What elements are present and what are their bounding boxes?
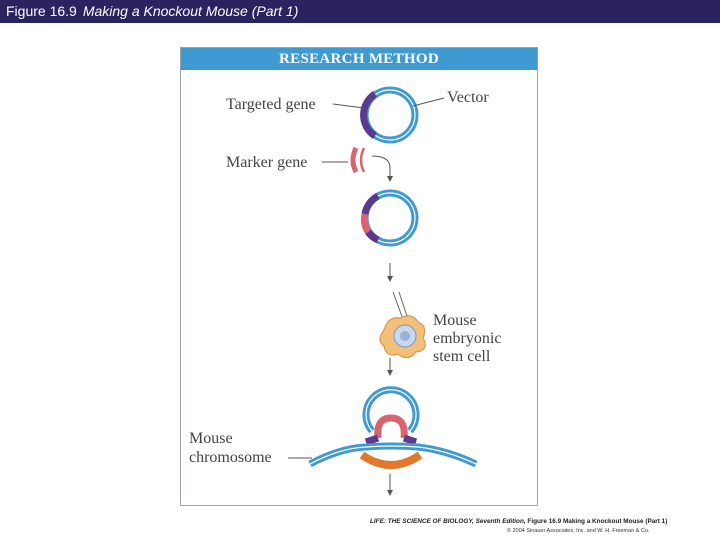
targeted-gene-pointer xyxy=(332,103,365,109)
marker-gene-fragment xyxy=(350,146,366,174)
vector-pointer xyxy=(412,97,445,107)
chromosome-label-line1: Mouse xyxy=(189,430,233,447)
targeted-gene-label: Targeted gene xyxy=(226,96,316,113)
targeted-gene-segment xyxy=(360,91,378,139)
mouse-chromosome xyxy=(308,442,478,469)
copyright-notice: © 2004 Sinauer Associates, Inc. and W. H… xyxy=(507,528,650,534)
recombinant-vector xyxy=(361,189,419,247)
marker-gene-label: Marker gene xyxy=(226,154,307,171)
vector-label: Vector xyxy=(447,89,489,106)
stem-cell-label-line3: stem cell xyxy=(433,348,491,365)
step-arrow-3 xyxy=(387,358,393,376)
slide-title: Figure 16.9 Making a Knockout Mouse (Part… xyxy=(6,3,298,19)
panel-header: RESEARCH METHOD xyxy=(181,48,537,70)
figure-reference: Figure 16.9 Making a Knockout Mouse (Par… xyxy=(527,518,668,525)
book-title: LIFE: THE SCIENCE OF BIOLOGY, Seventh Ed… xyxy=(370,518,526,525)
figure-title: Making a Knockout Mouse (Part 1) xyxy=(82,3,299,19)
figure-number: Figure 16.9 xyxy=(6,3,77,19)
chromosome-target-region xyxy=(359,451,423,469)
step-arrow-2 xyxy=(387,263,393,282)
step-arrow-4 xyxy=(387,474,393,496)
title-bar: Figure 16.9 Making a Knockout Mouse (Part… xyxy=(0,0,720,23)
embryonic-stem-cell xyxy=(379,291,426,359)
step-arrow-1 xyxy=(371,155,393,182)
research-method-panel: RESEARCH METHOD xyxy=(180,47,538,506)
stem-cell-label-line1: Mouse xyxy=(433,312,477,329)
chromosome-label-line2: chromosome xyxy=(189,449,272,466)
source-credit: LIFE: THE SCIENCE OF BIOLOGY, Seventh Ed… xyxy=(370,518,667,525)
stem-cell-label-line2: embryonic xyxy=(433,330,501,347)
marker-gene-loop xyxy=(374,414,408,439)
recombination-vector xyxy=(362,386,420,446)
vector-plasmid-step1 xyxy=(360,86,419,144)
